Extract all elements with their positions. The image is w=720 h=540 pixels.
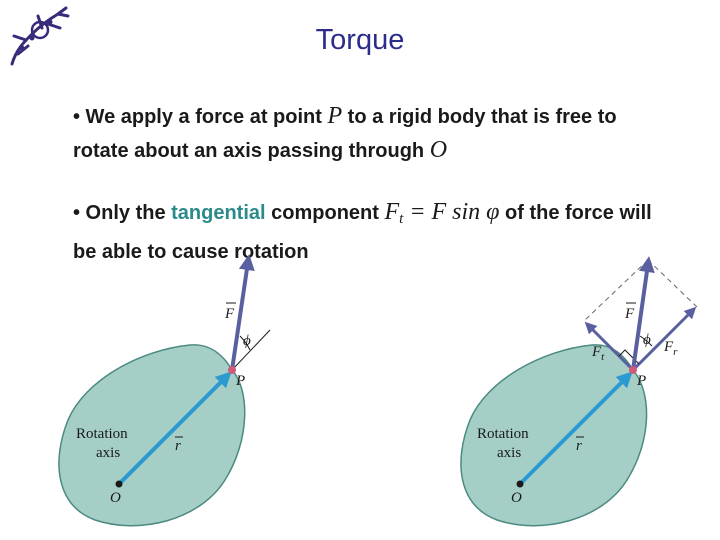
radial-label-base: F xyxy=(663,339,674,355)
tangential-highlight: tangential xyxy=(171,202,266,224)
tangential-label-sub: t xyxy=(601,351,605,363)
point-label-right: P xyxy=(636,373,646,389)
bullet-1-middle: to a rigid body that is free to rotate a… xyxy=(73,106,617,162)
rigid-body-left xyxy=(58,344,246,527)
point-p-right xyxy=(629,366,637,374)
lizard-logo-icon xyxy=(10,6,70,66)
angle-label-right: ϕ xyxy=(643,332,651,348)
slide-title: Torque xyxy=(315,24,405,56)
bullet-2: • Only the tangential component Ft = F s… xyxy=(73,196,673,269)
origin-symbol: O xyxy=(429,137,448,163)
angle-arc-left xyxy=(239,335,251,351)
force-dashed-2 xyxy=(584,259,649,321)
force-label-left: F xyxy=(224,306,235,322)
axis-label-1-right: Rotation xyxy=(477,426,529,442)
axis-label-2-right: axis xyxy=(497,445,521,461)
radial-label-sub: r xyxy=(673,346,678,358)
origin-dot-left xyxy=(115,480,123,488)
right-diagram: F ϕ Ft Fr P r Rotation axis O xyxy=(460,256,698,527)
axis-label-2-left: axis xyxy=(96,445,120,461)
point-p-left xyxy=(228,366,236,374)
axis-label-1-left: Rotation xyxy=(76,426,128,442)
bullet-1: • We apply a force at point P to a rigid… xyxy=(73,100,673,168)
origin-label-left: O xyxy=(110,490,121,506)
force-label-right: F xyxy=(624,306,635,322)
force-arrow-right xyxy=(631,256,655,371)
formula-rest: = F sin φ xyxy=(403,199,500,225)
radial-arrow-right xyxy=(631,306,697,372)
radius-label-right: r xyxy=(576,438,582,454)
angle-arc-right xyxy=(639,335,653,347)
radius-arrow-left xyxy=(117,371,232,486)
point-symbol: P xyxy=(327,103,343,129)
rigid-body-right xyxy=(460,344,648,527)
radial-label-right: Fr xyxy=(663,339,678,358)
origin-label-right: O xyxy=(511,490,522,506)
bullet-2-prefix: • Only the xyxy=(73,202,172,224)
formula-base: F xyxy=(384,199,400,225)
left-diagram: F ϕ P r Rotation axis O xyxy=(58,254,271,527)
bullet-1-prefix: • We apply a force at point xyxy=(73,106,328,128)
tangential-label-base: F xyxy=(591,344,602,360)
bullet-2-middle: component xyxy=(265,202,385,224)
force-arrow-left xyxy=(230,254,255,371)
radius-arrow-right xyxy=(518,371,633,486)
formula: Ft = F sin φ xyxy=(384,199,500,227)
angle-label-left: ϕ xyxy=(243,333,251,349)
radius-label-left: r xyxy=(175,438,181,454)
point-label-left: P xyxy=(235,373,245,389)
force-dashed-1 xyxy=(647,259,698,308)
force-line-extension-left xyxy=(231,329,271,371)
tangential-arrow-right xyxy=(584,321,635,372)
formula-sub: t xyxy=(399,211,404,227)
origin-dot-right xyxy=(516,480,524,488)
tangential-label-right: Ft xyxy=(591,344,605,363)
